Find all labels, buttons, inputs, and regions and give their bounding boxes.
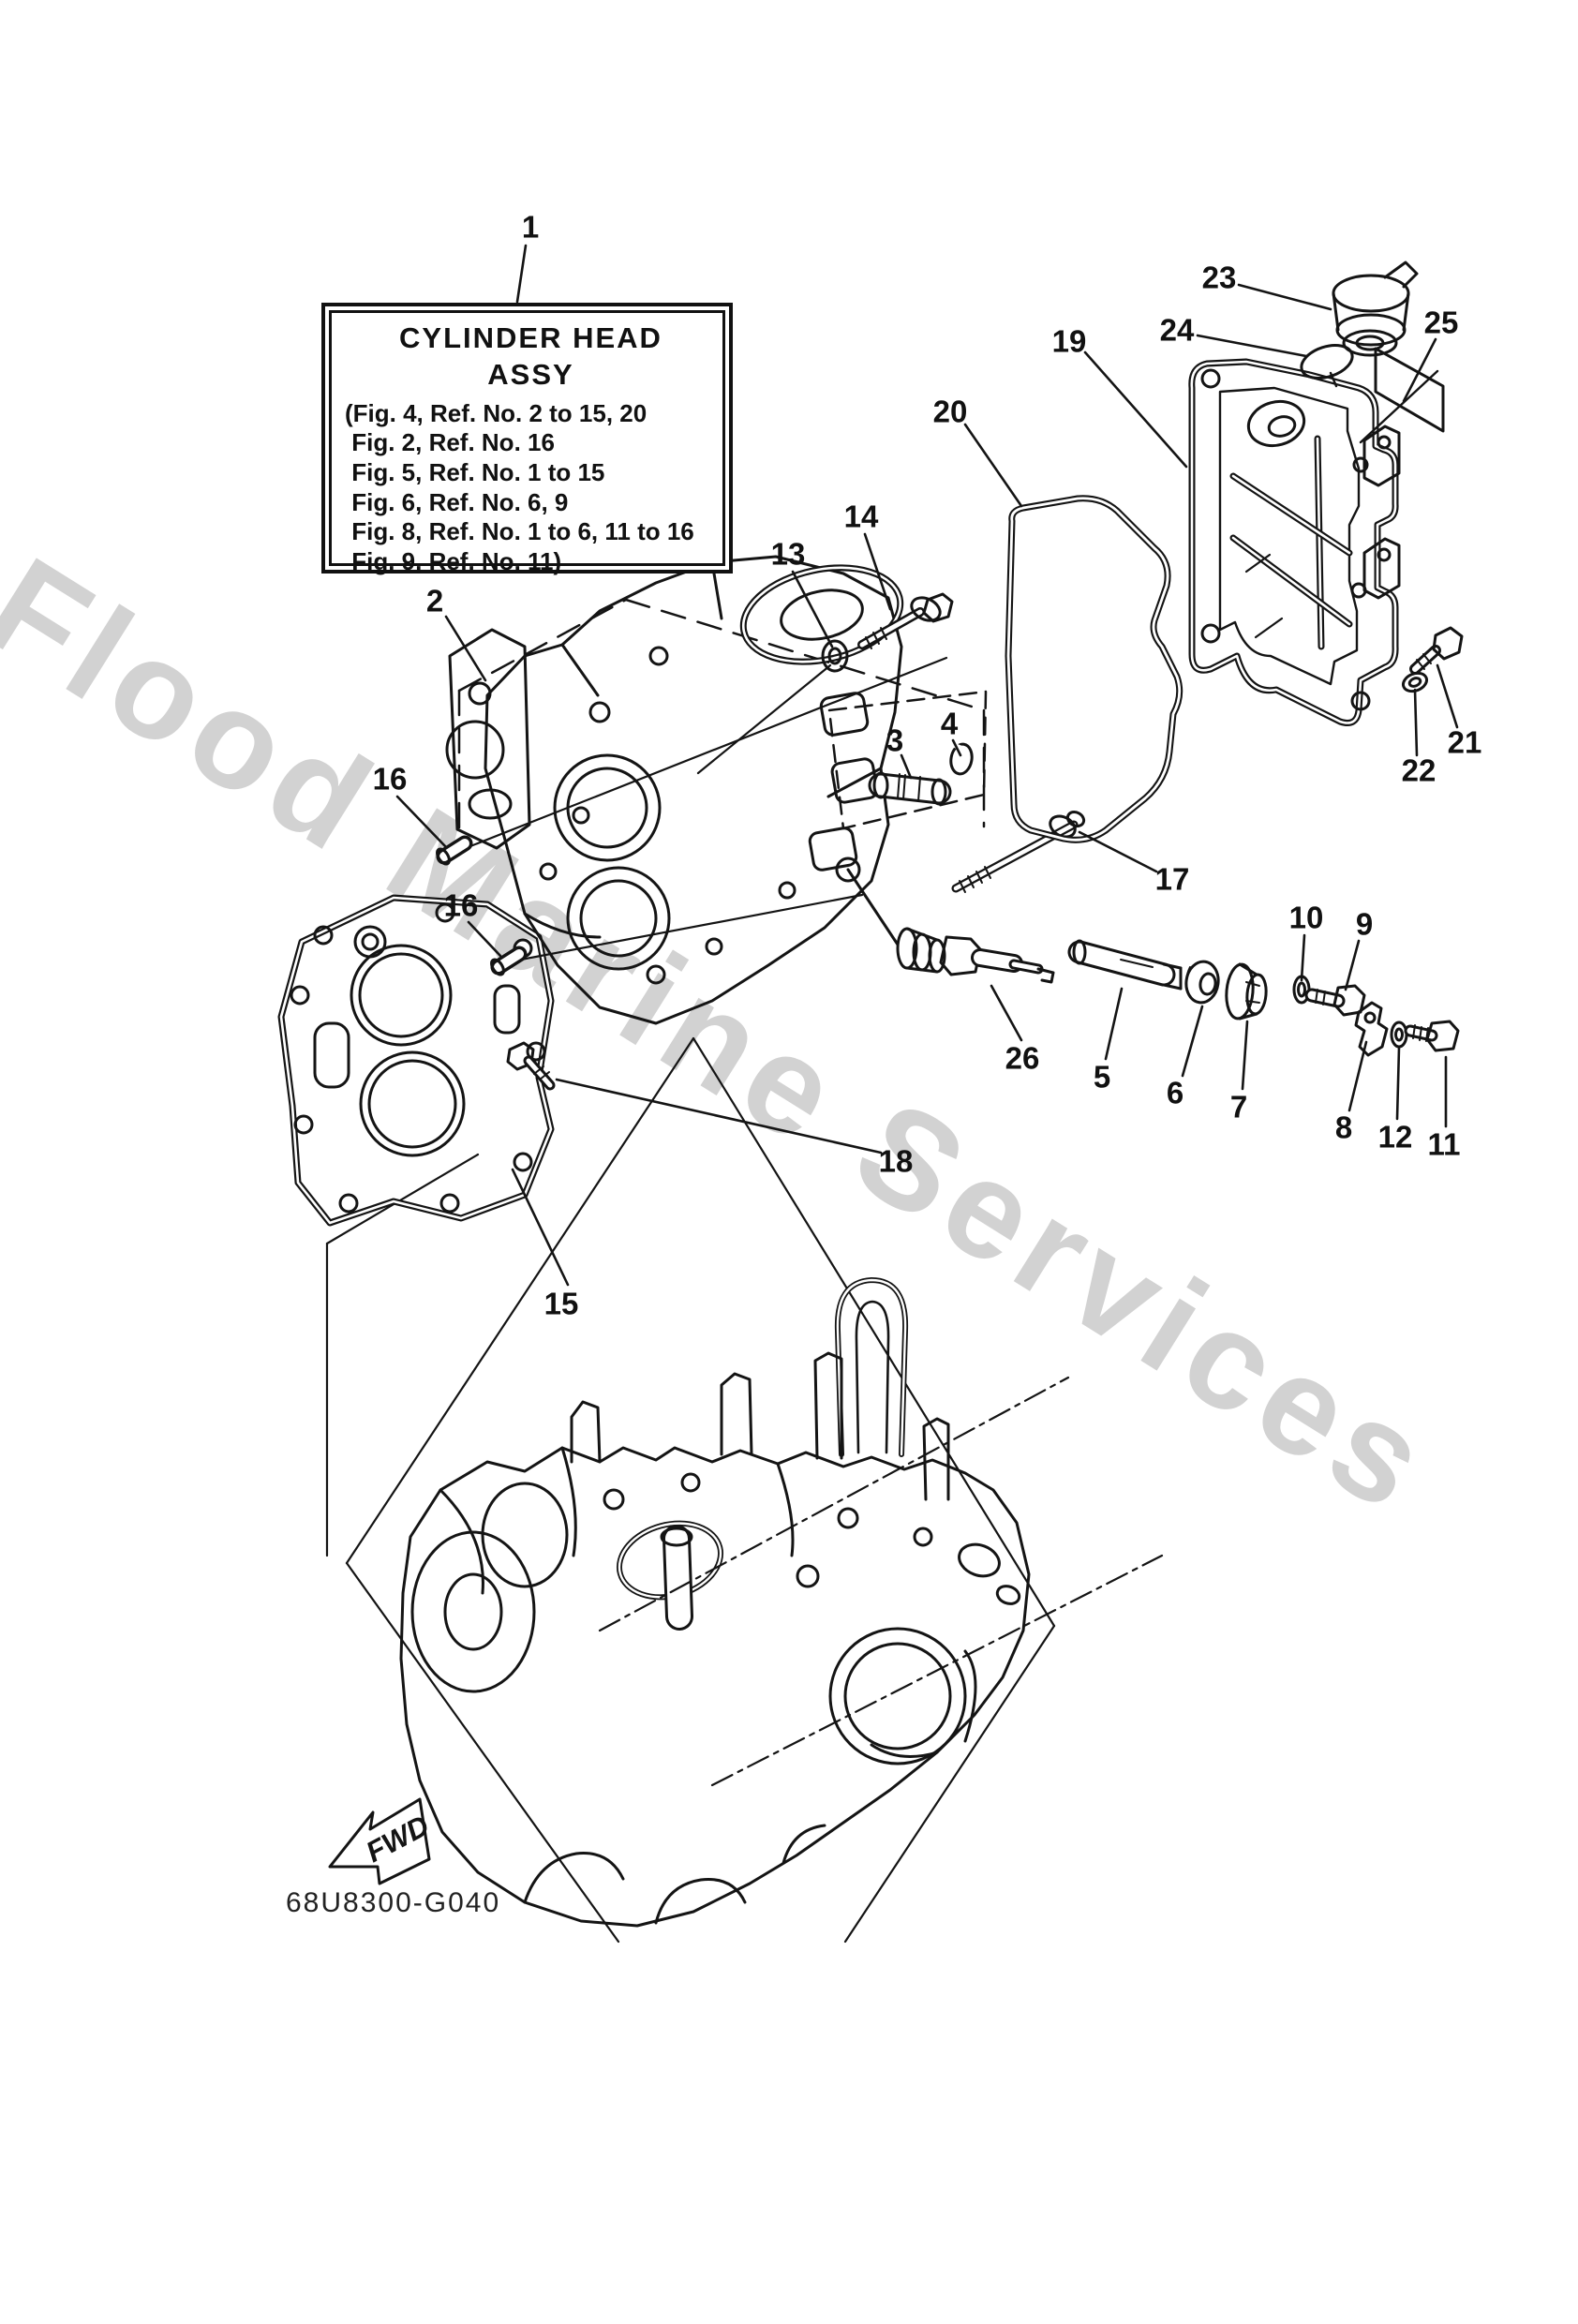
callout-26: 26 <box>1005 1040 1040 1076</box>
bolt-18-part <box>506 1041 556 1091</box>
callout-8: 8 <box>1334 1110 1353 1145</box>
callout-18: 18 <box>878 1143 914 1179</box>
cover-gasket-part <box>1005 495 1184 843</box>
callout-4: 4 <box>940 706 959 741</box>
leader-line-7 <box>1241 1020 1249 1091</box>
leader-line-22 <box>1413 688 1419 757</box>
callout-19: 19 <box>1051 323 1087 359</box>
callout-20: 20 <box>932 394 968 429</box>
leader-line-16 <box>395 795 448 849</box>
leader-line-23 <box>1237 283 1332 311</box>
leader-line-12 <box>1395 1046 1401 1121</box>
info-title-line1: CYLINDER HEAD <box>399 321 662 354</box>
info-ref-line: Fig. 5, Ref. No. 1 to 15 <box>345 457 605 486</box>
callout-6: 6 <box>1166 1075 1184 1110</box>
callout-21: 21 <box>1447 724 1482 760</box>
o-ring-part <box>1300 343 1354 388</box>
callout-7: 7 <box>1229 1089 1248 1125</box>
callout-9: 9 <box>1355 906 1374 942</box>
info-ref-line: Fig. 6, Ref. No. 6, 9 <box>345 487 569 516</box>
leader-line-2 <box>444 615 487 682</box>
callout-14: 14 <box>843 499 879 534</box>
dashed-guides <box>457 598 988 830</box>
leader-line-9 <box>1344 939 1361 991</box>
callout-25: 25 <box>1423 305 1459 340</box>
leader-line-20 <box>963 423 1023 508</box>
bolt-21-part <box>1409 626 1464 675</box>
leader-line-3 <box>900 753 913 780</box>
info-ref-line: Fig. 8, Ref. No. 1 to 6, 11 to 16 <box>345 517 694 546</box>
bolt-9-part <box>1304 984 1366 1017</box>
leader-line-25 <box>1402 337 1437 403</box>
bracket-8-part <box>1354 1001 1389 1057</box>
oil-cap-part <box>1332 261 1419 357</box>
leader-line-16 <box>467 920 502 958</box>
callout-16: 16 <box>372 761 408 797</box>
callout-5: 5 <box>1093 1059 1111 1095</box>
valve-cover-part <box>1188 358 1401 726</box>
callout-12: 12 <box>1377 1119 1413 1155</box>
head-gasket-part <box>277 894 555 1227</box>
leader-line-6 <box>1181 1005 1204 1078</box>
anode-3-part <box>868 771 952 806</box>
spark-plug-part <box>896 927 1055 984</box>
leader-line-15 <box>511 1168 570 1287</box>
callout-13: 13 <box>770 536 806 572</box>
callout-16: 16 <box>443 887 479 923</box>
leader-line-5 <box>1104 987 1124 1061</box>
frame-lines <box>325 1036 1056 1944</box>
callout-22: 22 <box>1401 752 1437 788</box>
leader-line-1 <box>515 244 528 304</box>
part-code: 68U8300-G040 <box>286 1887 501 1918</box>
leader-line-24 <box>1196 334 1308 358</box>
leader-line-14 <box>863 532 892 611</box>
callout-2: 2 <box>425 583 444 618</box>
bolt-14-part <box>857 592 954 649</box>
callout-23: 23 <box>1201 260 1237 295</box>
leader-lines <box>395 244 1459 1287</box>
leader-line-10 <box>1300 933 1306 982</box>
callout-1: 1 <box>521 209 540 245</box>
leader-line-18 <box>555 1078 883 1155</box>
washer-13-part <box>821 639 849 673</box>
washer-22-part <box>1401 671 1429 693</box>
bolt-11-part <box>1404 1020 1460 1052</box>
leader-line-13 <box>791 570 834 648</box>
holder-5-part <box>1067 939 1183 991</box>
assembly-info-box: CYLINDER HEAD ASSY (Fig. 4, Ref. No. 2 t… <box>321 303 733 576</box>
callout-24: 24 <box>1159 312 1195 348</box>
info-ref-line: (Fig. 4, Ref. No. 2 to 15, 20 <box>345 398 648 427</box>
leader-line-4 <box>951 738 962 757</box>
dowel-pin-parts <box>436 835 528 976</box>
retainer-7-part <box>1225 962 1268 1020</box>
fwd-arrow: FWD <box>328 1797 435 1885</box>
callout-3: 3 <box>886 723 904 758</box>
callout-10: 10 <box>1288 900 1324 935</box>
callout-15: 15 <box>543 1286 579 1321</box>
info-title-line2: ASSY <box>487 357 574 391</box>
leader-line-17 <box>1078 830 1158 873</box>
callout-11: 11 <box>1427 1126 1461 1162</box>
callout-17: 17 <box>1154 861 1190 897</box>
leader-line-26 <box>990 984 1023 1042</box>
washer-12-part <box>1390 1020 1408 1049</box>
decal-part <box>1359 347 1445 444</box>
leader-line-21 <box>1436 663 1459 729</box>
cap-6-part <box>1184 960 1220 1005</box>
info-ref-line: Fig. 9, Ref. No. 11) <box>345 547 562 576</box>
info-ref-line: Fig. 2, Ref. No. 16 <box>345 428 555 457</box>
leader-line-19 <box>1083 350 1188 469</box>
clip-4-part <box>949 742 974 776</box>
leader-line-8 <box>1347 1040 1368 1112</box>
crankcase-block-part <box>399 1277 1164 1928</box>
